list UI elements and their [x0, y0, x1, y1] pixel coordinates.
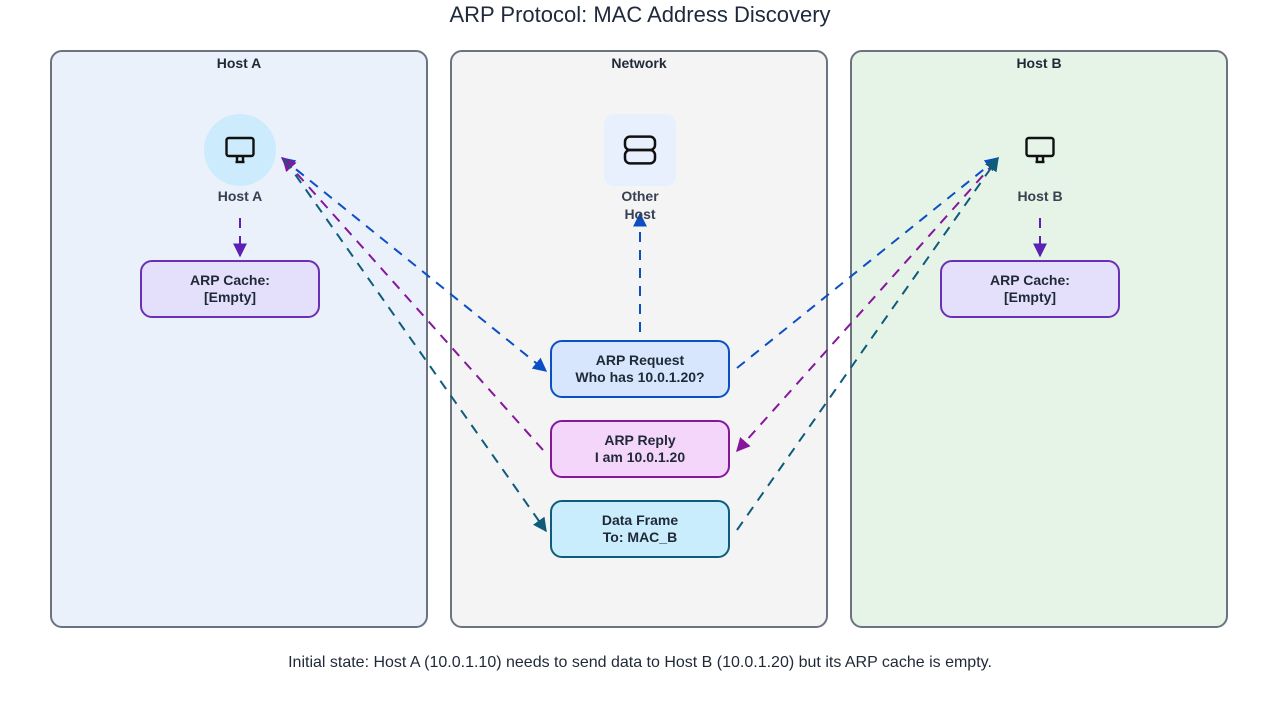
caption: Initial state: Host A (10.0.1.10) needs … — [288, 654, 992, 671]
arp-cache-host-a[interactable]: ARP Cache: [Empty] — [140, 260, 320, 318]
arp-reply-line2: I am 10.0.1.20 — [594, 449, 686, 465]
server-icon — [623, 135, 657, 165]
group-label-host-b: Host B — [1016, 55, 1062, 71]
arp-cache-host-b[interactable]: ARP Cache: [Empty] — [940, 260, 1120, 318]
monitor-icon — [1025, 136, 1055, 164]
other-host-label-line1: Other — [621, 188, 659, 204]
arp-reply-box[interactable]: ARP Reply I am 10.0.1.20 — [550, 420, 730, 478]
arp-reply-line1: ARP Reply — [604, 432, 676, 448]
group-label-host-a: Host A — [216, 55, 262, 71]
host-a-node[interactable] — [204, 114, 276, 186]
data-frame-box[interactable]: Data Frame To: MAC_B — [550, 500, 730, 558]
group-label-network: Network — [611, 55, 667, 71]
other-host-label-line2: Host — [624, 206, 656, 222]
host-b-node[interactable] — [1004, 114, 1076, 186]
diagram-title: ARP Protocol: MAC Address Discovery — [449, 2, 831, 27]
arp-request-box[interactable]: ARP Request Who has 10.0.1.20? — [550, 340, 730, 398]
other-host-node[interactable] — [604, 114, 676, 186]
data-frame-line2: To: MAC_B — [602, 529, 678, 545]
monitor-icon — [225, 136, 255, 164]
arp-cache-host-a-line2: [Empty] — [203, 289, 257, 305]
arp-request-line1: ARP Request — [595, 352, 685, 368]
arp-cache-host-b-line1: ARP Cache: — [990, 272, 1070, 288]
arp-cache-host-b-line2: [Empty] — [1003, 289, 1057, 305]
arp-request-line2: Who has 10.0.1.20? — [575, 369, 705, 385]
data-frame-line1: Data Frame — [601, 512, 679, 528]
other-host-label: Other Host — [590, 187, 690, 223]
arp-cache-host-a-line1: ARP Cache: — [190, 272, 270, 288]
host-a-label: Host A — [217, 188, 263, 204]
host-b-label: Host B — [1017, 188, 1063, 204]
